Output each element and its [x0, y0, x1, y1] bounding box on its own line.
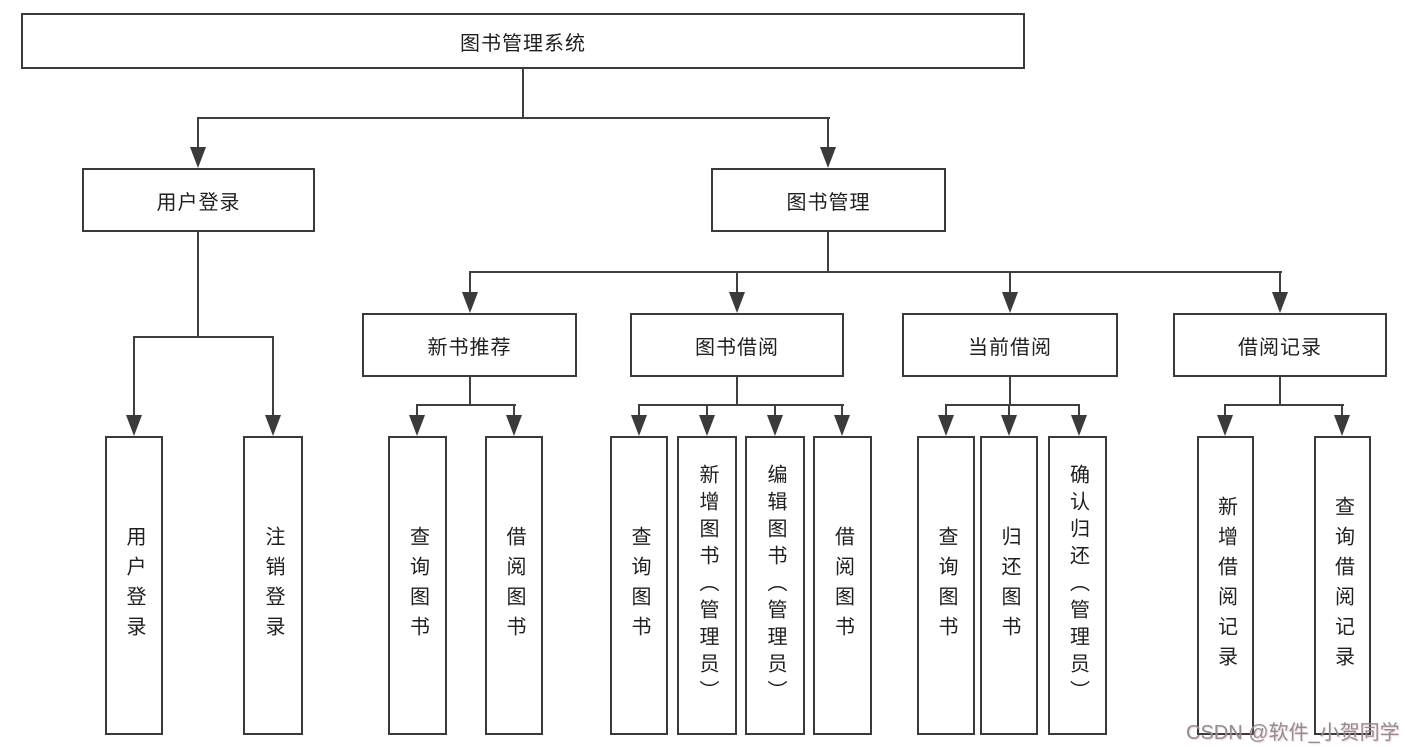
node-new-book-rec: 新书推荐	[362, 313, 577, 377]
node-borrow-record: 借阅记录	[1173, 313, 1387, 377]
arrow-down-icon	[631, 415, 647, 436]
csdn-watermark: CSDN @软件_小贺同学	[1186, 722, 1400, 744]
connector-hline	[416, 404, 516, 406]
connector-vline	[841, 404, 843, 418]
leaf-query-borrow-record-label: 查询借阅记录	[1331, 495, 1354, 676]
arrow-down-icon	[767, 415, 783, 436]
connector-hline	[133, 336, 274, 338]
connector-hline	[469, 271, 1282, 273]
connector-vline	[1224, 404, 1226, 418]
connector-vline	[736, 271, 738, 296]
leaf-query-book-borrow: 查询图书	[610, 436, 668, 735]
leaf-query-book-rec-label: 查询图书	[406, 525, 429, 646]
connector-hline	[197, 117, 830, 119]
leaf-return-book: 归还图书	[980, 436, 1038, 735]
connector-vline	[1009, 271, 1011, 296]
connector-hline	[945, 404, 1079, 406]
leaf-borrow-book-rec-label: 借阅图书	[503, 525, 525, 646]
arrow-down-icon	[729, 292, 745, 313]
connector-vline	[197, 117, 199, 150]
leaf-borrow-book-borrow: 借阅图书	[813, 436, 872, 735]
arrow-down-icon	[506, 415, 522, 436]
connector-vline	[1279, 377, 1281, 406]
connector-vline	[1341, 404, 1343, 418]
connector-vline	[133, 336, 135, 418]
connector-vline	[827, 117, 829, 150]
connector-vline	[513, 404, 515, 418]
arrow-down-icon	[126, 415, 142, 436]
node-user-login-label: 用户登录	[156, 191, 241, 214]
connector-vline	[1078, 404, 1080, 418]
connector-vline	[774, 404, 776, 418]
node-book-mgmt-label: 图书管理	[786, 191, 871, 214]
leaf-edit-book-label: 编辑图书（管理员）	[764, 464, 786, 707]
node-root-label: 图书管理系统	[460, 32, 586, 55]
leaf-add-book: 新增图书（管理员）	[677, 436, 737, 735]
arrow-down-icon	[1001, 415, 1017, 436]
connector-vline	[522, 68, 524, 118]
arrow-down-icon	[265, 415, 281, 436]
connector-hline	[638, 404, 844, 406]
connector-vline	[416, 404, 418, 418]
node-current-borrow-label: 当前借阅	[968, 336, 1052, 359]
leaf-user-login-label: 用户登录	[123, 525, 145, 646]
connector-vline	[638, 404, 640, 418]
node-book-mgmt: 图书管理	[711, 168, 946, 232]
leaf-user-login: 用户登录	[105, 436, 163, 735]
arrow-down-icon	[409, 415, 425, 436]
connector-vline	[469, 271, 471, 296]
leaf-confirm-return-label: 确认归还（管理员）	[1066, 464, 1089, 707]
connector-vline	[1008, 404, 1010, 418]
leaf-query-book-current-label: 查询图书	[935, 525, 957, 646]
connector-vline	[272, 336, 274, 418]
leaf-add-borrow-record: 新增借阅记录	[1197, 436, 1254, 735]
leaf-query-borrow-record: 查询借阅记录	[1314, 436, 1371, 735]
arrow-down-icon	[820, 147, 836, 168]
leaf-edit-book: 编辑图书（管理员）	[745, 436, 805, 735]
connector-hline	[1224, 404, 1344, 406]
node-book-borrow-label: 图书借阅	[695, 336, 779, 359]
leaf-logout-label: 注销登录	[262, 525, 284, 646]
arrow-down-icon	[1217, 415, 1233, 436]
arrow-down-icon	[938, 415, 954, 436]
connector-vline	[1279, 271, 1281, 296]
leaf-borrow-book-borrow-label: 借阅图书	[831, 525, 854, 646]
node-user-login: 用户登录	[82, 168, 315, 232]
node-new-book-rec-label: 新书推荐	[427, 336, 512, 359]
arrow-down-icon	[462, 292, 478, 313]
leaf-confirm-return: 确认归还（管理员）	[1048, 436, 1107, 735]
leaf-add-book-label: 新增图书（管理员）	[696, 464, 718, 707]
connector-vline	[1009, 377, 1011, 406]
connector-vline	[469, 377, 471, 406]
arrow-down-icon	[1071, 415, 1087, 436]
node-borrow-record-label: 借阅记录	[1238, 336, 1322, 359]
arrow-down-icon	[1002, 292, 1018, 313]
connector-vline	[945, 404, 947, 418]
leaf-query-book-borrow-label: 查询图书	[628, 525, 650, 646]
leaf-query-book-rec: 查询图书	[388, 436, 447, 735]
leaf-borrow-book-rec: 借阅图书	[485, 436, 543, 735]
node-root: 图书管理系统	[21, 13, 1025, 69]
connector-vline	[827, 232, 829, 273]
connector-vline	[736, 377, 738, 406]
leaf-return-book-label: 归还图书	[998, 525, 1020, 646]
arrow-down-icon	[1334, 415, 1350, 436]
arrow-down-icon	[834, 415, 850, 436]
arrow-down-icon	[1272, 292, 1288, 313]
arrow-down-icon	[699, 415, 715, 436]
node-current-borrow: 当前借阅	[902, 313, 1118, 377]
connector-vline	[706, 404, 708, 418]
node-book-borrow: 图书借阅	[630, 313, 844, 377]
leaf-add-borrow-record-label: 新增借阅记录	[1214, 495, 1237, 676]
arrow-down-icon	[190, 147, 206, 168]
leaf-query-book-current: 查询图书	[917, 436, 975, 735]
leaf-logout: 注销登录	[243, 436, 303, 735]
connector-vline	[197, 232, 199, 338]
